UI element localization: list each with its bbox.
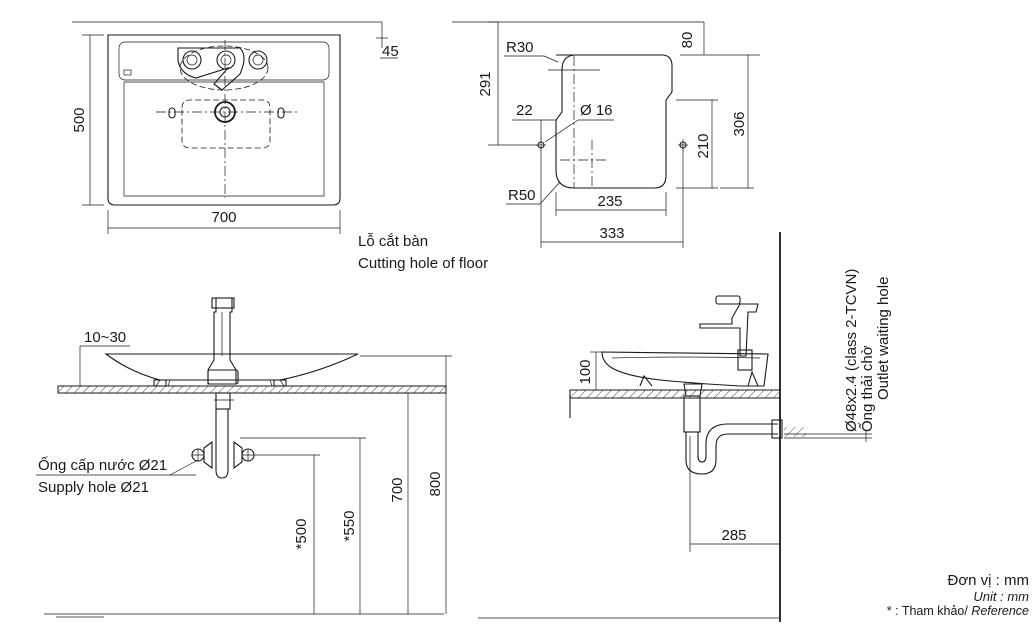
dim-235: 235 <box>597 193 622 210</box>
width-dimension: 700 <box>211 209 236 226</box>
tap-hole-right <box>248 50 268 70</box>
pipe-label-vi: Ống thải chờ <box>858 345 876 432</box>
pipe-spec: Ø48x2.4 (class 2-TCVN) <box>843 269 860 432</box>
basin-outline-top <box>107 34 341 206</box>
rim-thickness: 10~30 <box>84 329 126 346</box>
unit-legend: Đơn vị : mm Unit : mm * : Tham khảo/ Ref… <box>887 572 1029 618</box>
dim-500-ref: *500 <box>293 519 310 550</box>
front-view: 10~30 Ống cấp nước Ø21 Supply hole Ø21 *… <box>36 297 452 618</box>
reference-vi: * : Tham khảo/ <box>886 604 972 618</box>
tap-hole-center <box>216 50 236 70</box>
dim-291: 291 <box>477 71 494 96</box>
dim-800: 800 <box>427 471 444 496</box>
countertop-front <box>57 385 447 394</box>
radius-30: R30 <box>506 39 534 56</box>
pipe-label-en: Outlet waiting hole <box>875 277 892 400</box>
deck-depth-label: 45 <box>382 43 399 60</box>
basin-side <box>601 351 769 387</box>
dim-700: 700 <box>389 477 406 502</box>
faucet-side <box>699 303 759 357</box>
radius-50: R50 <box>508 187 536 204</box>
basin-front <box>104 353 359 381</box>
cutout-caption-en: Cutting hole of floor <box>358 255 488 272</box>
unit-en: Unit : mm <box>973 589 1029 604</box>
dim-210: 210 <box>695 133 712 158</box>
dim-306: 306 <box>731 111 748 136</box>
supply-hole-en: Supply hole Ø21 <box>38 479 149 496</box>
cutout-outline <box>555 54 673 189</box>
depth-dimension: 500 <box>71 107 88 132</box>
supply-hole-vi: Ống cấp nước Ø21 <box>38 456 167 474</box>
side-view: 100 285 Ø48x2.4 (class 2-TCVN) Ống thải … <box>478 232 892 622</box>
cutout-view: 80 R30 291 22 Ø 16 210 306 R50 <box>358 21 760 272</box>
dim-80: 80 <box>679 32 696 49</box>
dim-285: 285 <box>721 527 746 544</box>
reference-note: * : Tham khảo/ Reference <box>887 604 1029 618</box>
basin-deck-top <box>118 41 330 81</box>
dim-22: 22 <box>516 102 533 119</box>
reference-en: Reference <box>971 604 1029 618</box>
dim-550-ref: *550 <box>341 511 358 542</box>
unit-vi: Đơn vị : mm <box>947 572 1029 589</box>
dim-100: 100 <box>577 359 594 384</box>
hole-diameter: Ø 16 <box>580 102 613 119</box>
top-view: 45 700 500 <box>71 21 399 234</box>
cutout-caption-vi: Lỗ cắt bàn <box>358 233 428 250</box>
tap-hole-left <box>182 50 202 70</box>
supply-pipe-front <box>215 409 229 479</box>
countertop-side <box>569 389 781 399</box>
dim-333: 333 <box>599 225 624 242</box>
p-trap <box>685 432 778 475</box>
